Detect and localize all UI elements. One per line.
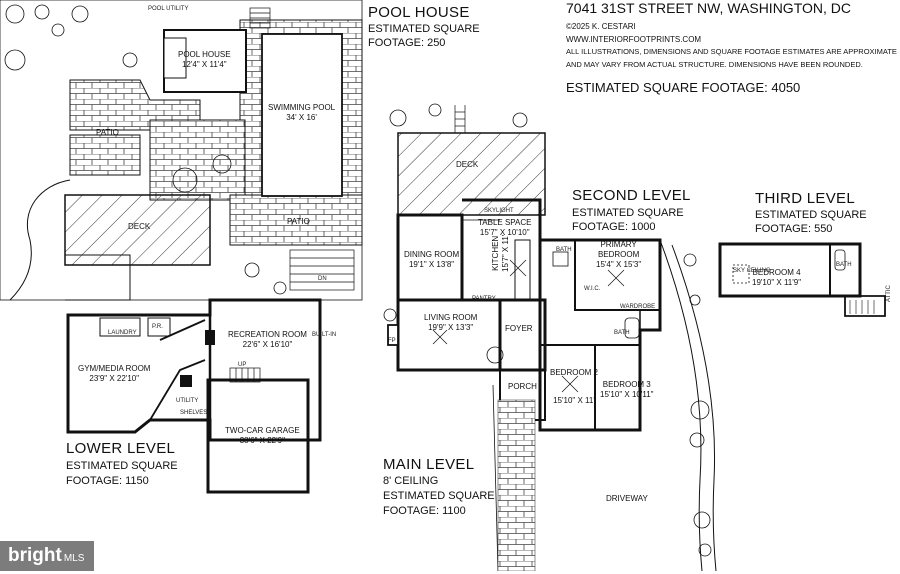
website-text: WWW.INTERIORFOOTPRINTS.COM <box>566 35 702 44</box>
disclaimer-line-1: ALL ILLUSTRATIONS, DIMENSIONS AND SQUARE… <box>566 47 897 56</box>
label-laundry: LAUNDRY <box>108 330 137 336</box>
third-level-sqft-line1: ESTIMATED SQUARE <box>755 209 867 221</box>
room-driveway: DRIVEWAY <box>606 494 648 503</box>
label-pool-utility: POOL UTILITY <box>148 6 189 12</box>
main-level-sqft-line2: FOOTAGE: 1100 <box>383 505 466 517</box>
lower-level-title: LOWER LEVEL <box>66 440 176 457</box>
pool-area <box>0 0 363 301</box>
label-utility: UTILITY <box>176 398 199 404</box>
disclaimer-line-2: AND MAY VARY FROM ACTUAL STRUCTURE. DIME… <box>566 60 863 69</box>
label-fp-main: FP <box>388 338 396 344</box>
label-sky-ceiling: SKY CEILING <box>733 268 771 274</box>
total-square-footage: ESTIMATED SQUARE FOOTAGE: 4050 <box>566 80 801 95</box>
label-shelves: SHELVES <box>180 410 208 416</box>
lower-level-sqft-line1: ESTIMATED SQUARE <box>66 460 178 472</box>
third-level-plan <box>718 242 886 317</box>
main-level-ceiling: 8' CEILING <box>383 475 439 487</box>
label-pantry: PANTRY <box>472 296 496 302</box>
label-pr: P.R. <box>152 324 163 330</box>
label-bath-hall: BATH <box>556 247 572 253</box>
second-level-title: SECOND LEVEL <box>572 187 691 204</box>
copyright-text: ©2025 K. CESTARI <box>566 22 636 31</box>
third-level-title: THIRD LEVEL <box>755 190 855 207</box>
room-patio-west: PATIO <box>96 128 119 137</box>
main-level-plan <box>383 103 547 571</box>
main-deck-shape <box>397 132 546 216</box>
second-level-plan <box>538 238 717 571</box>
third-level-sqft-line2: FOOTAGE: 550 <box>755 223 833 235</box>
swimming-pool-shape <box>261 33 343 197</box>
label-dn-lower: DN <box>318 276 327 282</box>
pool-house-sqft-line1: ESTIMATED SQUARE <box>368 23 480 35</box>
lower-level-plan <box>64 194 322 494</box>
room-foyer: FOYER <box>505 324 533 333</box>
property-address: 7041 31ST STREET NW, WASHINGTON, DC <box>566 0 851 16</box>
label-wardrobe: WARDROBE <box>620 304 656 310</box>
main-level-sqft-line1: ESTIMATED SQUARE <box>383 490 495 502</box>
second-level-sqft-line1: ESTIMATED SQUARE <box>572 207 684 219</box>
main-level-title: MAIN LEVEL <box>383 456 475 473</box>
label-up-lower: UP <box>238 362 247 368</box>
room-patio-south: PATIO <box>287 217 310 226</box>
room-porch: PORCH <box>508 382 537 391</box>
label-built-in: BUILT-IN <box>312 332 337 338</box>
pool-house-sqft-line2: FOOTAGE: 250 <box>368 37 446 49</box>
label-bath-third: BATH <box>836 262 852 268</box>
label-bath-primary: BATH <box>614 330 630 336</box>
label-attic: ATTIC <box>886 285 892 302</box>
pool-house-title: POOL HOUSE <box>368 4 470 21</box>
room-deck-lower: DECK <box>128 222 151 231</box>
label-wic: W.I.C. <box>584 286 601 292</box>
lower-deck-shape <box>64 194 211 266</box>
lower-level-sqft-line2: FOOTAGE: 1150 <box>66 475 149 487</box>
second-level-sqft-line2: FOOTAGE: 1000 <box>572 221 656 233</box>
room-deck-main: DECK <box>456 160 479 169</box>
label-skylight: SKYLIGHT <box>484 208 514 214</box>
